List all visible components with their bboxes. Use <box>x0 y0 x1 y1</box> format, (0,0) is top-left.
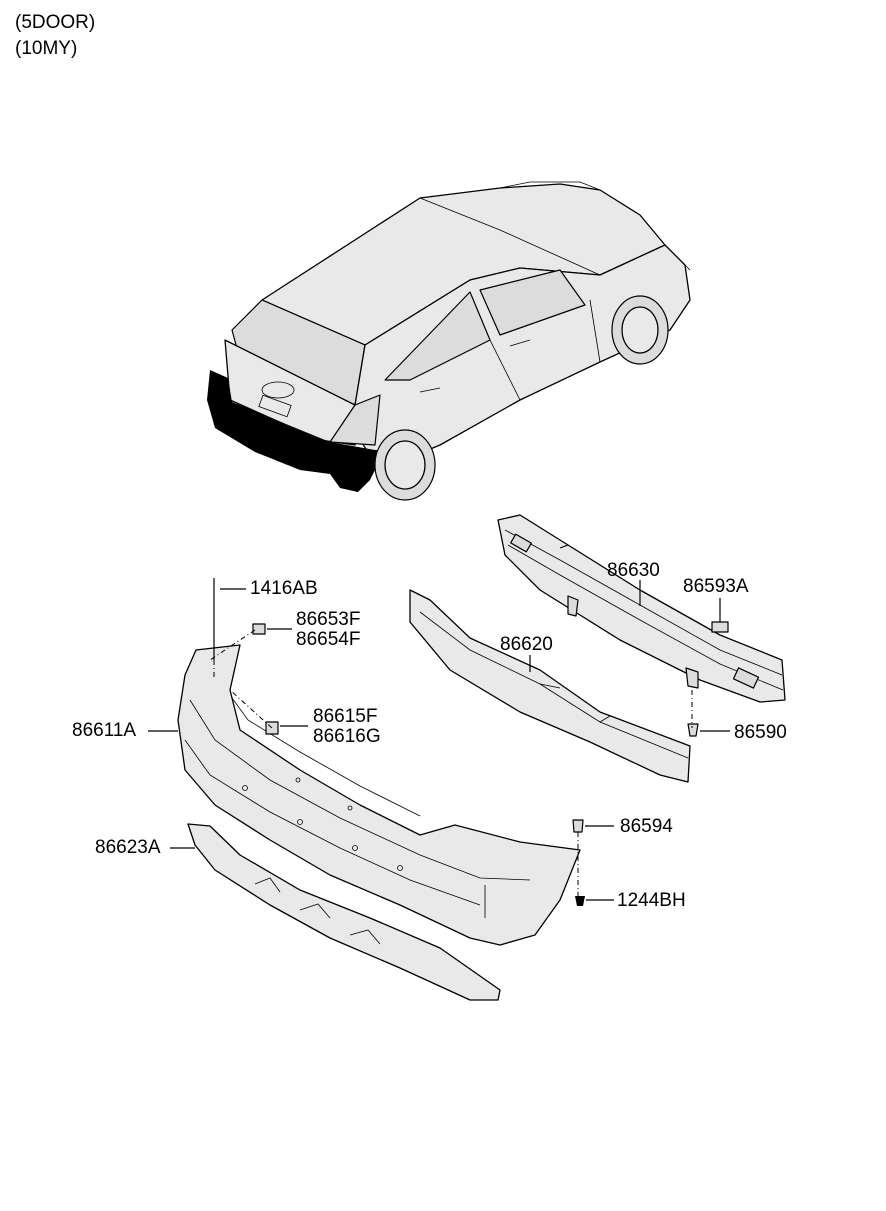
rear-bumper-cover-86611a <box>177 644 581 946</box>
car-illustration <box>207 181 691 501</box>
clip-86594 <box>572 819 584 833</box>
callout-1244bh: 1244BH <box>617 890 686 911</box>
callout-86620: 86620 <box>500 634 553 655</box>
callout-86630: 86630 <box>607 560 660 581</box>
model-door-label: (5DOOR) <box>15 12 96 33</box>
model-year-label: (10MY) <box>15 38 78 59</box>
retainer-86653f <box>252 623 266 635</box>
callout-86611a: 86611A <box>72 720 137 741</box>
bolt-1244bh <box>575 896 585 906</box>
callout-86653f: 86653F <box>296 609 361 630</box>
lower-diffuser-86623a <box>187 823 501 1001</box>
callout-86594: 86594 <box>620 816 673 837</box>
callout-86590: 86590 <box>734 722 787 743</box>
nut-86590 <box>687 723 699 737</box>
callout-1416ab: 1416AB <box>250 578 318 599</box>
callout-86654f: 86654F <box>296 629 361 650</box>
callout-86616g: 86616G <box>313 726 381 747</box>
bracket-86593a <box>711 621 729 633</box>
energy-absorber-86620 <box>409 589 691 783</box>
callout-86593a: 86593A <box>683 576 749 597</box>
assembly-lines <box>209 600 693 898</box>
fasteners <box>213 578 699 906</box>
bumper-beam-86630 <box>497 514 786 703</box>
leader-lines <box>148 580 730 901</box>
callout-86623a: 86623A <box>95 837 161 858</box>
callout-86615f: 86615F <box>313 706 378 727</box>
